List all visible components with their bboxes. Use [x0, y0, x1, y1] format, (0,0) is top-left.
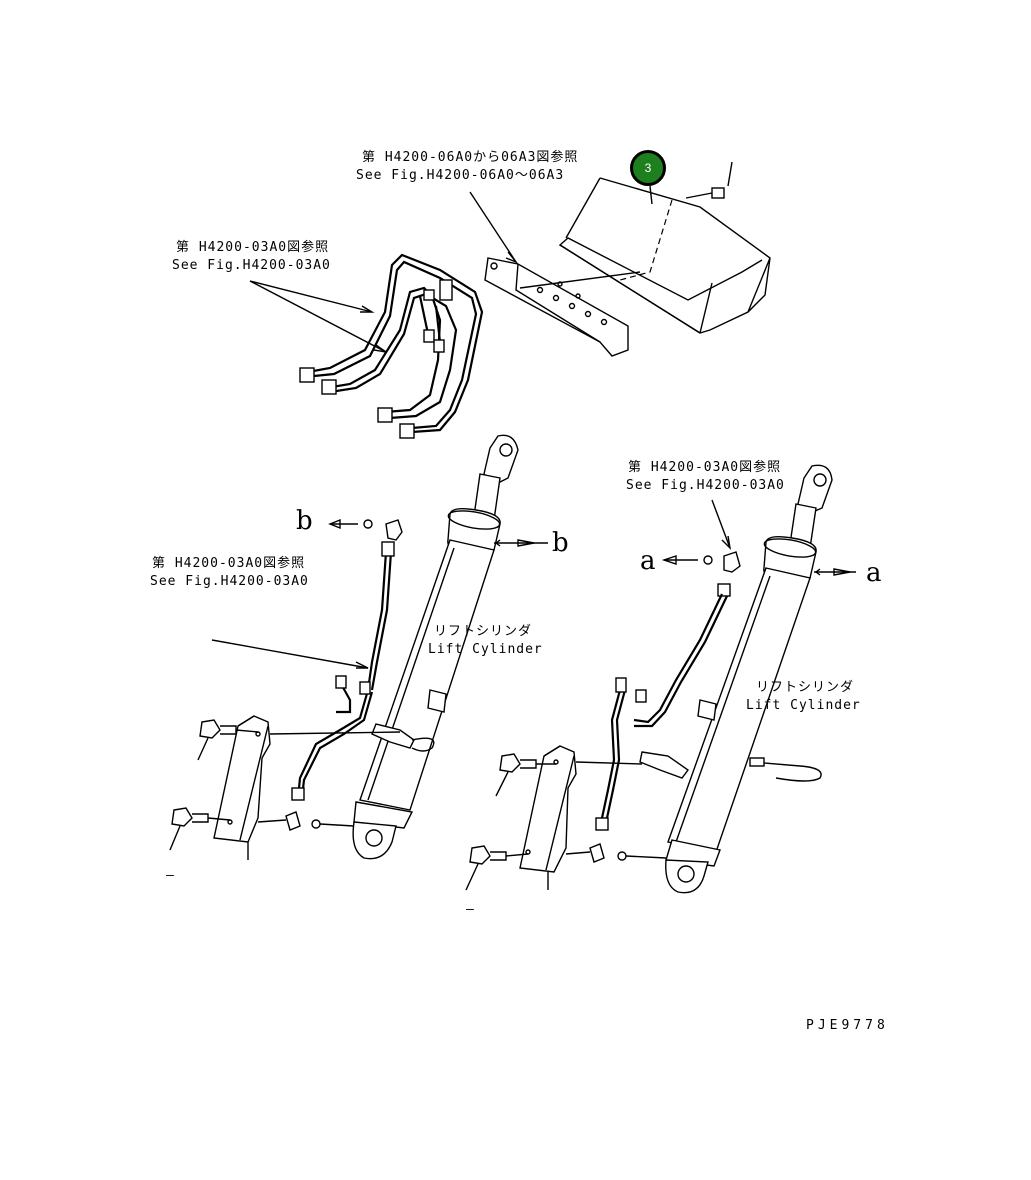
lift-cylinder-right — [665, 464, 856, 894]
ref-left-jp: 第 H4200-03A0図参照 — [176, 240, 330, 255]
hoses-left — [211, 518, 435, 801]
cyl-left-jp: リフトシリンダ — [434, 624, 533, 639]
ref-right-en: See Fig.H4200-03A0 — [626, 478, 785, 493]
hydraulic-lines-top — [249, 253, 484, 439]
guard-plate-right — [465, 745, 667, 891]
callout-3[interactable]: 3 — [630, 150, 666, 186]
mark-a-right: a — [866, 558, 882, 588]
cyl-left-en: Lift Cylinder — [428, 642, 543, 657]
guard-plate-left — [169, 715, 401, 860]
hoses-right — [595, 499, 822, 831]
dash-right: – — [466, 902, 475, 917]
ref-top-jp: 第 H4200-06A0から06A3図参照 — [362, 150, 579, 165]
ref-right-jp: 第 H4200-03A0図参照 — [628, 460, 782, 475]
ref-top-en: See Fig.H4200-06A0～06A3 — [356, 168, 565, 183]
callout-leader — [649, 185, 653, 205]
cyl-right-jp: リフトシリンダ — [756, 680, 855, 695]
callout-3-number: 3 — [644, 161, 652, 175]
ref-mid-en: See Fig.H4200-03A0 — [150, 574, 309, 589]
bracket — [469, 191, 641, 357]
dash-left: – — [166, 868, 175, 883]
mark-b-right: b — [552, 528, 569, 558]
mark-a-left: a — [640, 546, 656, 576]
drawing-number: PJE9778 — [806, 1018, 889, 1033]
ref-mid-jp: 第 H4200-03A0図参照 — [152, 556, 306, 571]
mark-b-left: b — [296, 506, 313, 536]
cyl-right-en: Lift Cylinder — [746, 698, 861, 713]
ref-left-en: See Fig.H4200-03A0 — [172, 258, 331, 273]
cover-plate — [558, 161, 771, 334]
